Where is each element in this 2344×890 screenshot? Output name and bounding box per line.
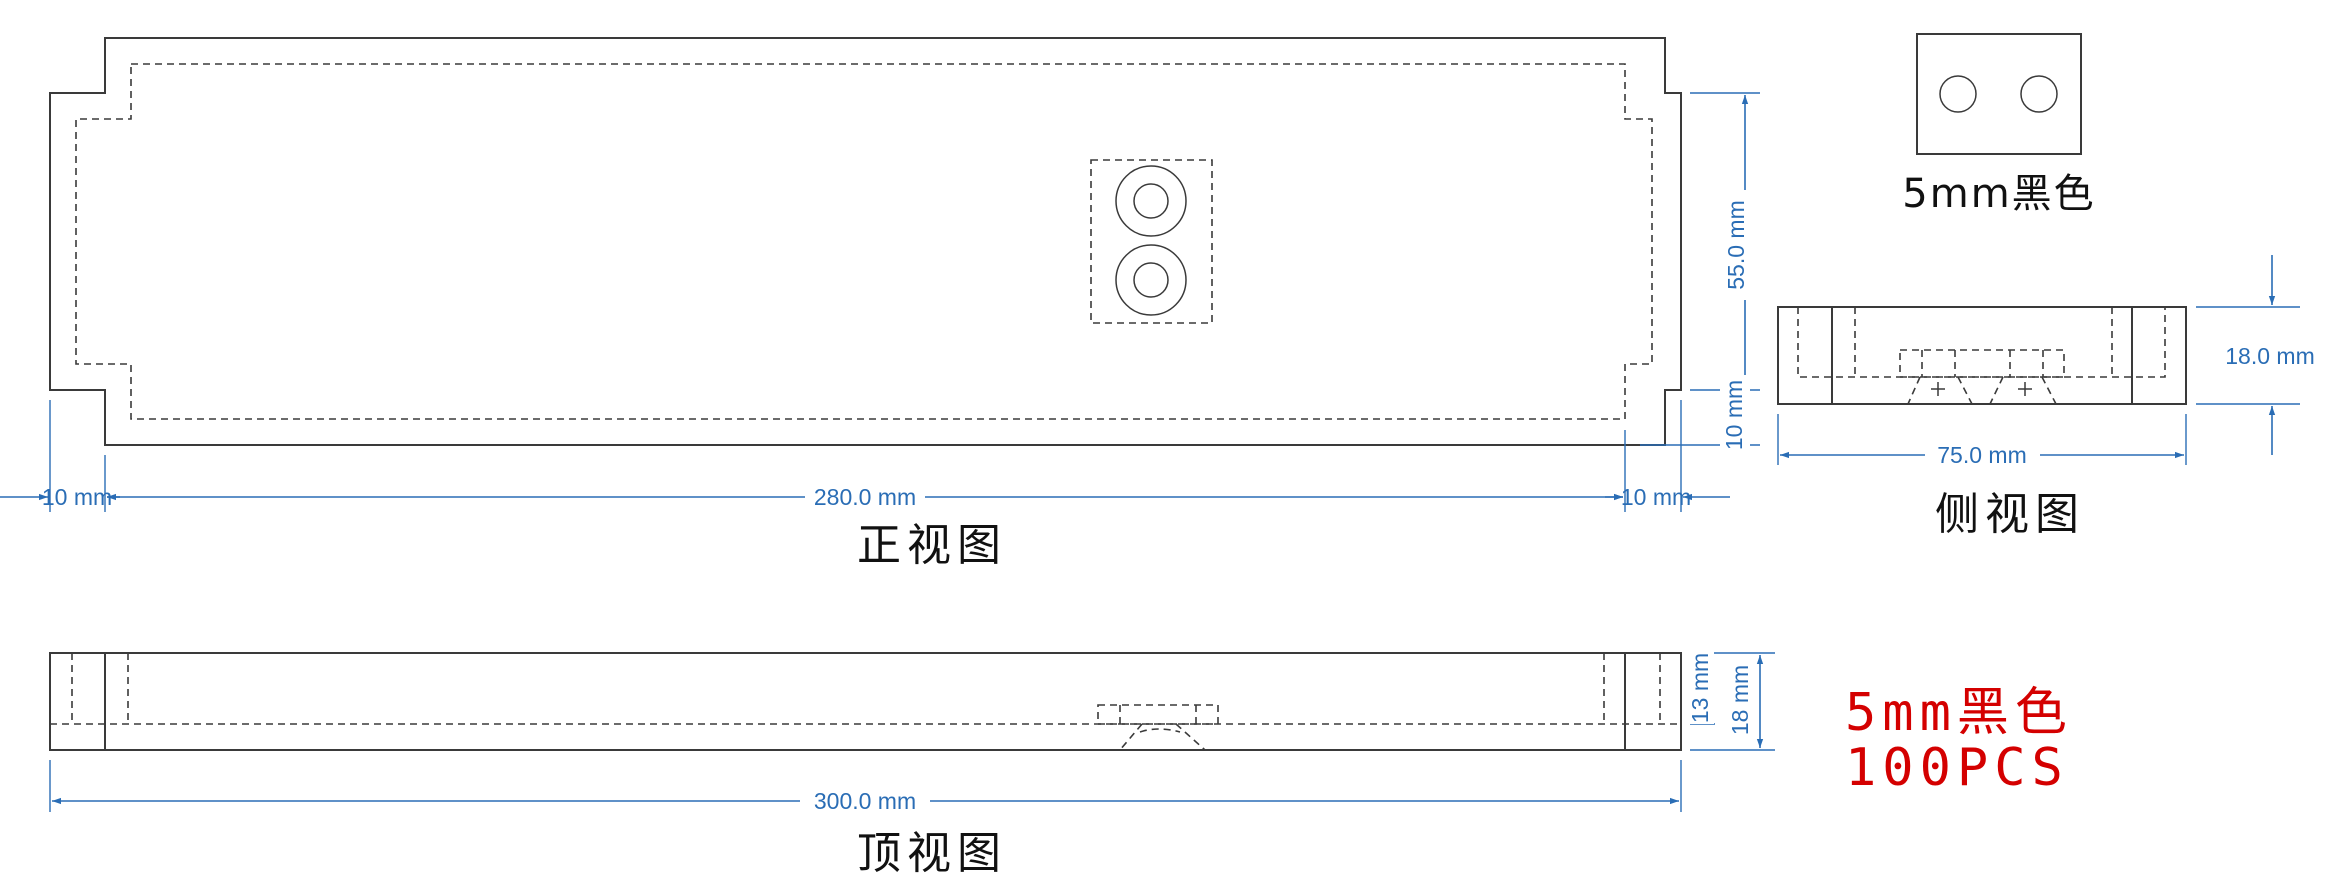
front-right-label: 10 mm [1621,484,1691,510]
top-view-title: 顶视图 [857,828,1007,879]
top-length-label: 300.0 mm [814,788,916,814]
front-view-outline [49,37,1682,446]
front-view-hidden-outline [75,63,1653,420]
top-total-label: 18 mm [1727,665,1753,735]
side-dimensions: 18.0 mm 75.0 mm [1777,255,2315,468]
top-view-outline [49,652,1682,751]
side-height-label: 18.0 mm [2225,343,2314,369]
front-step-label: 10 mm [1721,380,1747,450]
connector-hole-lower [1115,244,1187,316]
order-material-note: 5mm黑色 [1845,683,2073,743]
top-dimensions: 13 mm 18 mm 300.0 mm [49,652,1775,814]
front-dimensions: 55.0 mm 10 mm 10 mm 280.0 mm 10 mm [0,92,1761,512]
side-view-title: 侧视图 [1935,489,2085,540]
front-height-label: 55.0 mm [1723,200,1749,289]
front-width-label: 280.0 mm [814,484,916,510]
side-swatch [1916,33,2082,155]
top-inner-label: 13 mm [1687,653,1713,723]
front-left-label: 10 mm [42,484,112,510]
front-view-title: 正视图 [857,520,1007,571]
order-quantity-note: 100PCS [1845,738,2069,798]
side-view-outline [1777,306,2187,405]
connector-hole-upper [1115,165,1187,237]
side-material-note: 5mm黑色 [1902,171,2095,217]
connector-hidden-box [1090,159,1213,324]
side-view [1777,306,2187,405]
front-view [49,37,1682,446]
side-width-label: 75.0 mm [1937,442,2026,468]
top-view [49,652,1682,751]
